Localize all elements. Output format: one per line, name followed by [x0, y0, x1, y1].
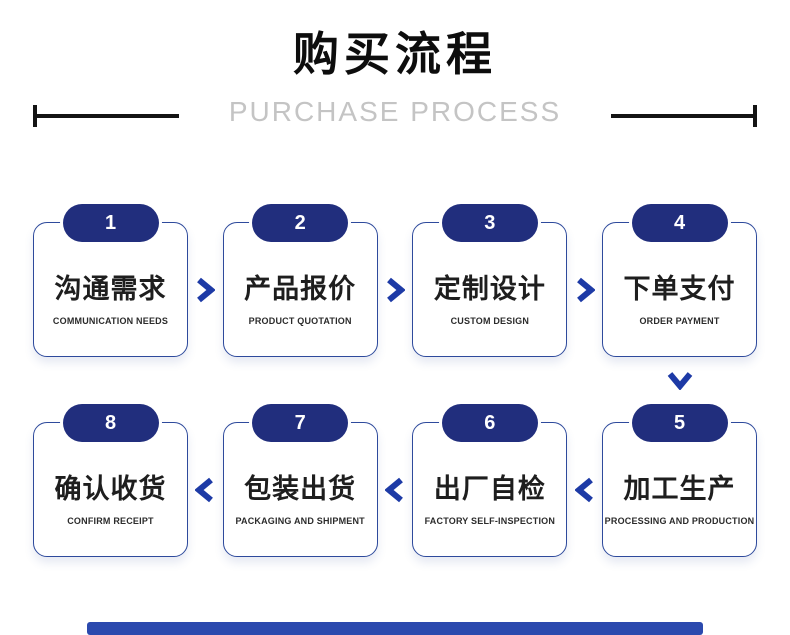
step-subtitle: PACKAGING AND SHIPMENT: [235, 516, 365, 526]
chevron-right-icon: [567, 222, 602, 357]
step-number-pill: 2: [252, 204, 349, 242]
step-subtitle: COMMUNICATION NEEDS: [52, 316, 169, 326]
chevron-down-icon: [664, 364, 696, 396]
step-title: 产品报价: [244, 274, 357, 304]
step-number: 3: [484, 211, 496, 234]
step-subtitle: ORDER PAYMENT: [639, 316, 720, 326]
step-card-3: 3 定制设计 CUSTOM DESIGN: [412, 204, 568, 357]
step-title: 沟通需求: [54, 274, 167, 304]
process-row-1: 1 沟通需求 COMMUNICATION NEEDS 2 产品报价 PRODUC…: [33, 204, 758, 357]
page-title: 购买流程: [293, 28, 497, 80]
step-card-7: 7 包装出货 PACKAGING AND SHIPMENT: [222, 404, 378, 557]
step-number: 8: [104, 411, 117, 434]
step-subtitle: CUSTOM DESIGN: [450, 316, 530, 326]
step-number: 2: [294, 211, 306, 234]
process-row-2: 8 确认收货 CONFIRM RECEIPT 7 包装出货 PACKAGING …: [33, 404, 758, 557]
step-number-pill: 7: [252, 404, 349, 442]
step-number: 5: [673, 411, 686, 434]
divider-line-left: [33, 105, 179, 127]
step-number: 4: [673, 211, 686, 234]
step-card-2: 2 产品报价 PRODUCT QUOTATION: [222, 204, 378, 357]
step-subtitle: PRODUCT QUOTATION: [248, 316, 352, 326]
divider-line-right: [611, 105, 757, 127]
step-number: 7: [294, 411, 306, 434]
step-card-6: 6 出厂自检 FACTORY SELF-INSPECTION: [412, 404, 568, 557]
step-subtitle: CONFIRM RECEIPT: [67, 516, 154, 526]
step-number: 1: [104, 211, 117, 234]
page-subtitle: PURCHASE PROCESS: [228, 96, 562, 127]
step-number-pill: 1: [62, 204, 159, 242]
chevron-left-icon: [567, 422, 602, 557]
chevron-left-icon: [378, 422, 413, 557]
step-number-pill: 4: [631, 204, 728, 242]
step-number-pill: 8: [62, 404, 159, 442]
bottom-bar: [87, 622, 703, 635]
step-number: 6: [484, 411, 496, 434]
step-card-8: 8 确认收货 CONFIRM RECEIPT: [33, 404, 188, 557]
step-card-5: 5 加工生产 PROCESSING AND PRODUCTION: [602, 404, 758, 557]
step-number-pill: 3: [441, 204, 538, 242]
step-title: 加工生产: [623, 474, 736, 504]
chevron-right-icon: [188, 222, 223, 357]
step-title: 包装出货: [244, 474, 357, 504]
step-card-1: 1 沟通需求 COMMUNICATION NEEDS: [33, 204, 188, 357]
step-title: 下单支付: [623, 274, 736, 304]
chevron-left-icon: [188, 422, 223, 557]
step-title: 确认收货: [54, 474, 167, 504]
step-title: 定制设计: [433, 274, 546, 304]
chevron-right-icon: [378, 222, 413, 357]
step-subtitle: PROCESSING AND PRODUCTION: [604, 516, 755, 526]
step-number-pill: 5: [631, 404, 728, 442]
step-number-pill: 6: [441, 404, 538, 442]
step-title: 出厂自检: [433, 474, 546, 504]
step-subtitle: FACTORY SELF-INSPECTION: [424, 516, 556, 526]
step-card-4: 4 下单支付 ORDER PAYMENT: [602, 204, 758, 357]
